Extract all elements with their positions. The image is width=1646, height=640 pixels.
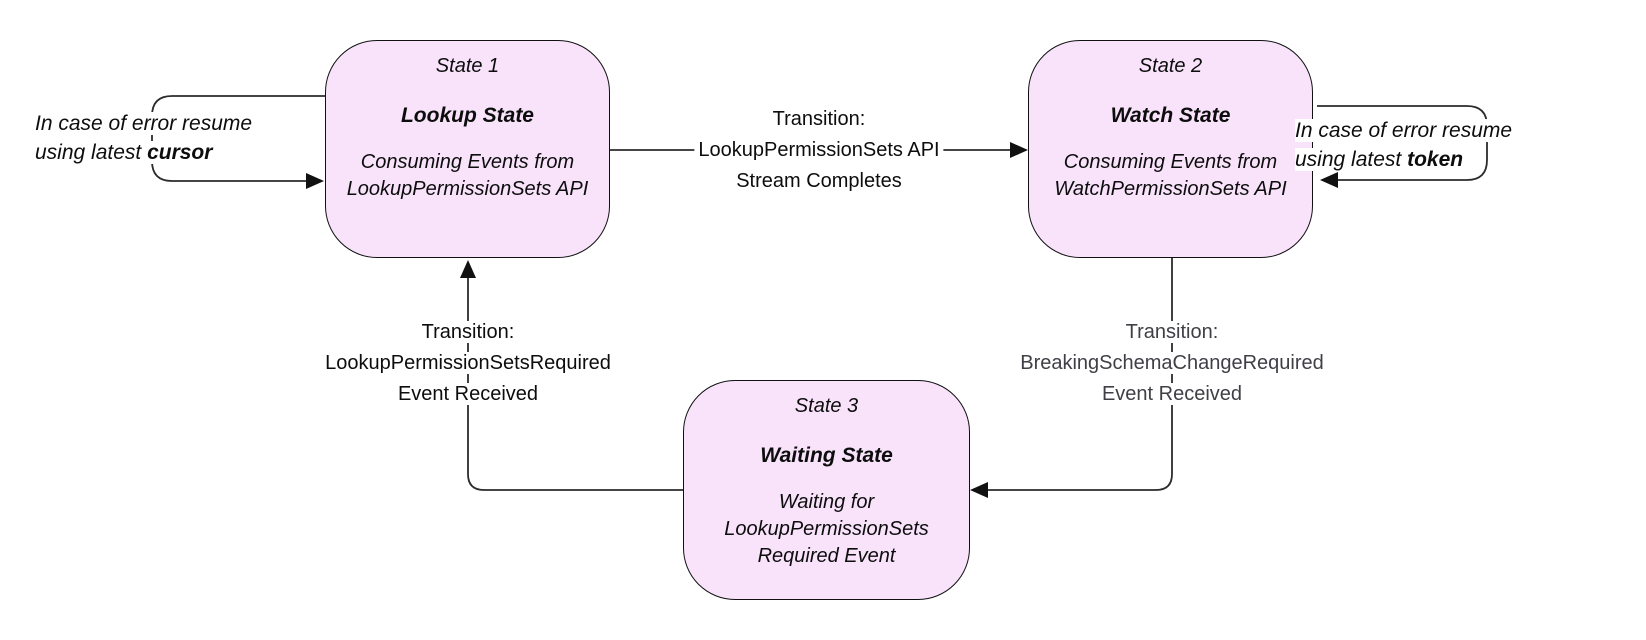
note-text: using latest xyxy=(1295,148,1408,171)
state-number: State 3 xyxy=(794,395,859,417)
note-text: In case of error resume xyxy=(35,112,253,135)
state-description: Consuming Events from WatchPermissionSet… xyxy=(1054,151,1287,200)
state-description: Waiting for LookupPermissionSets Require… xyxy=(724,491,929,567)
state-title: Watch State xyxy=(1110,104,1231,127)
transition-event: Stream Completes xyxy=(732,170,906,192)
transition-keyword: Transition: xyxy=(768,108,870,130)
state-node-waiting: State 3 Waiting State Waiting for Lookup… xyxy=(683,380,970,600)
note-text: In case of error resume xyxy=(1295,119,1513,142)
state-description: Consuming Events from LookupPermissionSe… xyxy=(346,151,589,200)
transition-event: Event Received xyxy=(393,383,543,405)
transition-label-watch-to-waiting: Transition: BreakingSchemaChangeRequired… xyxy=(1016,317,1328,410)
transition-keyword: Transition: xyxy=(1121,321,1223,343)
state-node-lookup: State 1 Lookup State Consuming Events fr… xyxy=(325,40,610,258)
arrow-waiting-to-lookup xyxy=(460,260,683,491)
self-loop-arrow-cursor xyxy=(151,95,325,189)
transition-keyword: Transition: xyxy=(417,321,519,343)
note-text: using latest xyxy=(35,141,148,164)
error-resume-note-token: In case of error resume using latest tok… xyxy=(1295,116,1513,174)
state-number: State 2 xyxy=(1138,55,1203,77)
transition-label-waiting-to-lookup: Transition: LookupPermissionSetsRequired… xyxy=(321,317,615,410)
error-resume-note-cursor: In case of error resume using latest cur… xyxy=(35,109,253,167)
state-node-watch: State 2 Watch State Consuming Events fro… xyxy=(1028,40,1313,258)
arrow-watch-to-waiting xyxy=(970,258,1173,498)
state-title: Lookup State xyxy=(400,104,534,127)
transition-label-lookup-to-watch: Transition: LookupPermissionSets API Str… xyxy=(694,104,944,197)
transition-event: LookupPermissionSetsRequired xyxy=(321,352,615,374)
state-number: State 1 xyxy=(435,55,500,77)
self-loop-arrow-token xyxy=(1317,105,1488,188)
state-title: Waiting State xyxy=(760,444,893,467)
note-keyword-cursor: cursor xyxy=(147,141,213,164)
note-keyword-token: token xyxy=(1407,148,1464,171)
transition-event: Event Received xyxy=(1097,383,1247,405)
transition-event: BreakingSchemaChangeRequired xyxy=(1016,352,1328,374)
transition-event: LookupPermissionSets API xyxy=(694,139,944,161)
